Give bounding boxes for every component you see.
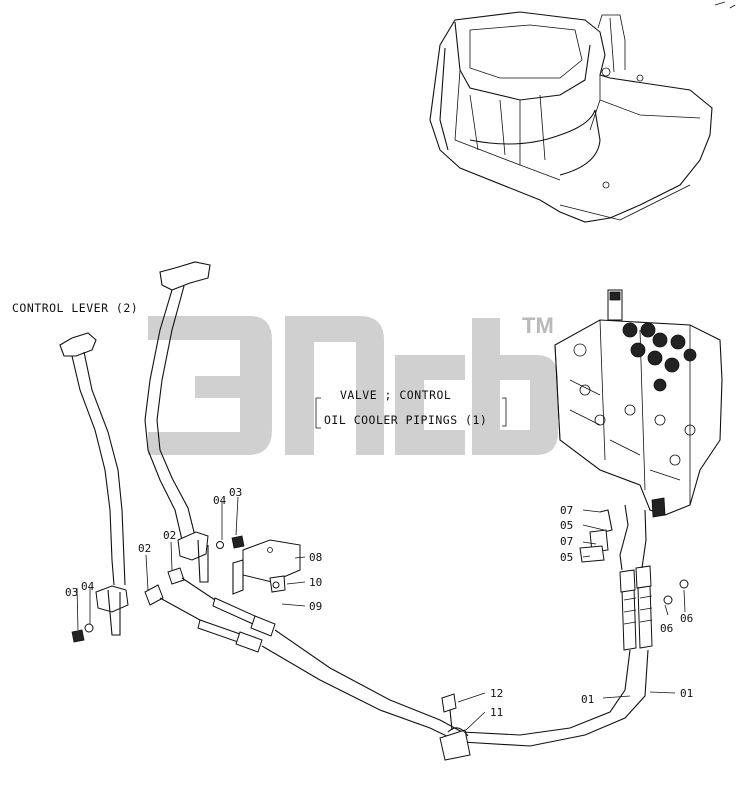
bracket-08 (232, 539, 301, 595)
part-num-12: 12 (490, 687, 503, 700)
watermark-logo: TM (148, 313, 558, 455)
part-num-10: 10 (309, 576, 322, 589)
part-num-01-right: 01 (680, 687, 693, 700)
control-lever-label: CONTROL LEVER (2) (12, 301, 138, 315)
right-control-lever (144, 261, 245, 583)
part-num-01-left: 01 (581, 693, 594, 706)
part-num-02-left: 02 (138, 542, 151, 555)
excavator-illustration (429, 1, 736, 223)
part-num-05-bottom: 05 (560, 551, 573, 564)
watermark-tm: TM (522, 313, 554, 338)
fittings-05-07 (579, 509, 689, 605)
cables (144, 565, 653, 747)
part-num-09: 09 (309, 600, 322, 613)
part-num-11: 11 (490, 706, 503, 719)
part-num-03-right: 03 (229, 486, 242, 499)
oil-cooler-pipings-label: OIL COOLER PIPINGS (1) (324, 413, 487, 427)
part-num-07-top: 07 (560, 504, 573, 517)
part-num-02-right: 02 (163, 529, 176, 542)
clamp-11 (439, 693, 471, 761)
part-num-04-left: 04 (81, 580, 95, 593)
part-num-08: 08 (309, 551, 322, 564)
part-num-05-top: 05 (560, 519, 573, 532)
control-valve (554, 289, 723, 571)
part-num-03-left: 03 (65, 586, 78, 599)
left-control-lever (59, 332, 129, 643)
part-num-06-left: 06 (660, 622, 673, 635)
part-num-07-bottom: 07 (560, 535, 573, 548)
part-num-06-right: 06 (680, 612, 693, 625)
leader-lines (76, 397, 686, 731)
part-num-04-right: 04 (213, 494, 227, 507)
text-labels: CONTROL LEVER (2) VALVE ; CONTROL OIL CO… (12, 301, 693, 719)
valve-control-label: VALVE ; CONTROL (340, 388, 451, 402)
